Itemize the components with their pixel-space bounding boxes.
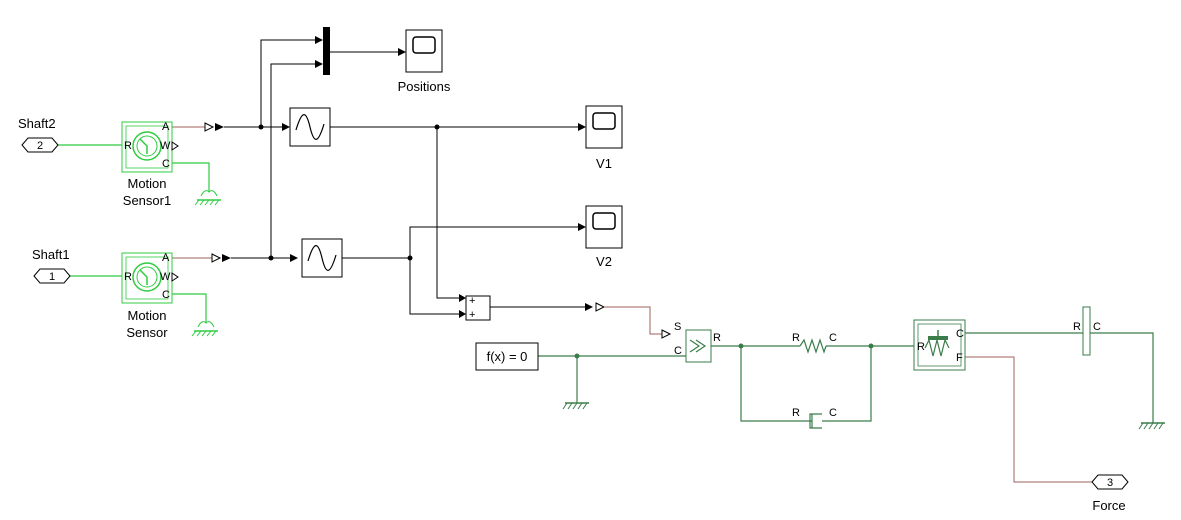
sum-block[interactable]: + + xyxy=(465,295,491,321)
port-a-label: A xyxy=(162,252,170,264)
port-r-label: R xyxy=(713,332,721,344)
force-sensor-block[interactable]: R C F xyxy=(913,319,966,371)
motion-sensor-block[interactable]: A R W C Motion Sensor xyxy=(121,252,179,340)
motion-sensor-label-2: Sensor xyxy=(126,325,168,340)
ground-icon xyxy=(562,402,589,410)
mass-block[interactable]: R C xyxy=(1073,306,1101,356)
port-c-label: C xyxy=(674,345,682,357)
shaft2-port[interactable]: Shaft2 2 xyxy=(18,116,59,153)
scope-v2-block[interactable]: V2 xyxy=(585,205,623,269)
physical-lines xyxy=(58,144,1154,483)
sum-plus-2: + xyxy=(469,309,475,321)
shaft1-label: Shaft1 xyxy=(32,247,70,262)
ground-icon xyxy=(194,190,221,206)
port-c-label: C xyxy=(162,158,170,170)
port-r-label: R xyxy=(917,341,925,353)
velocity-source-block[interactable]: S C R xyxy=(674,321,721,363)
shaft1-port-number: 1 xyxy=(49,271,55,283)
damper-block[interactable]: R C xyxy=(792,407,837,429)
port-w-label: W xyxy=(160,271,171,283)
signal-lines xyxy=(172,36,672,339)
port-r-label: R xyxy=(792,332,800,344)
port-r-label: R xyxy=(1073,321,1081,333)
positions-label: Positions xyxy=(398,79,451,94)
port-w-label: W xyxy=(160,140,171,152)
shaft2-label: Shaft2 xyxy=(18,116,56,131)
force-port[interactable]: 3 Force xyxy=(1091,474,1129,513)
motion-sensor1-label: Motion xyxy=(127,176,166,191)
port-s-label: S xyxy=(674,321,681,333)
motion-sensor1-block[interactable]: A R W C Motion Sensor1 xyxy=(121,121,179,208)
motion-sensor1-label-2: Sensor1 xyxy=(123,193,171,208)
shaft2-port-number: 2 xyxy=(37,140,43,152)
solver-configuration-block[interactable]: f(x) = 0 xyxy=(475,342,539,371)
v2-label: V2 xyxy=(596,254,612,269)
port-f-label: F xyxy=(956,352,963,364)
spring-block[interactable]: R C xyxy=(792,332,837,354)
solver-label: f(x) = 0 xyxy=(487,349,528,364)
port-r-label: R xyxy=(124,271,132,283)
port-a-label: A xyxy=(162,121,170,133)
port-r-label: R xyxy=(792,407,800,419)
derivative-block-1[interactable] xyxy=(289,107,331,147)
mux-block[interactable] xyxy=(323,27,330,75)
ground-icon xyxy=(1138,422,1165,430)
scope-v1-block[interactable]: V1 xyxy=(585,105,623,171)
shaft1-port[interactable]: Shaft1 1 xyxy=(32,247,71,284)
port-c-label: C xyxy=(829,332,837,344)
port-c-label: C xyxy=(1093,321,1101,333)
port-c-label: C xyxy=(162,289,170,301)
force-port-number: 3 xyxy=(1107,477,1113,489)
derivative-block-2[interactable] xyxy=(301,238,343,278)
v1-label: V1 xyxy=(596,156,612,171)
scope-positions-block[interactable]: Positions xyxy=(398,29,451,94)
port-r-label: R xyxy=(124,140,132,152)
port-c-label: C xyxy=(829,407,837,419)
ground-icon xyxy=(191,321,218,337)
motion-sensor-label: Motion xyxy=(127,308,166,323)
port-c-label: C xyxy=(956,328,964,340)
force-label: Force xyxy=(1092,498,1125,513)
sum-plus-1: + xyxy=(469,295,475,307)
